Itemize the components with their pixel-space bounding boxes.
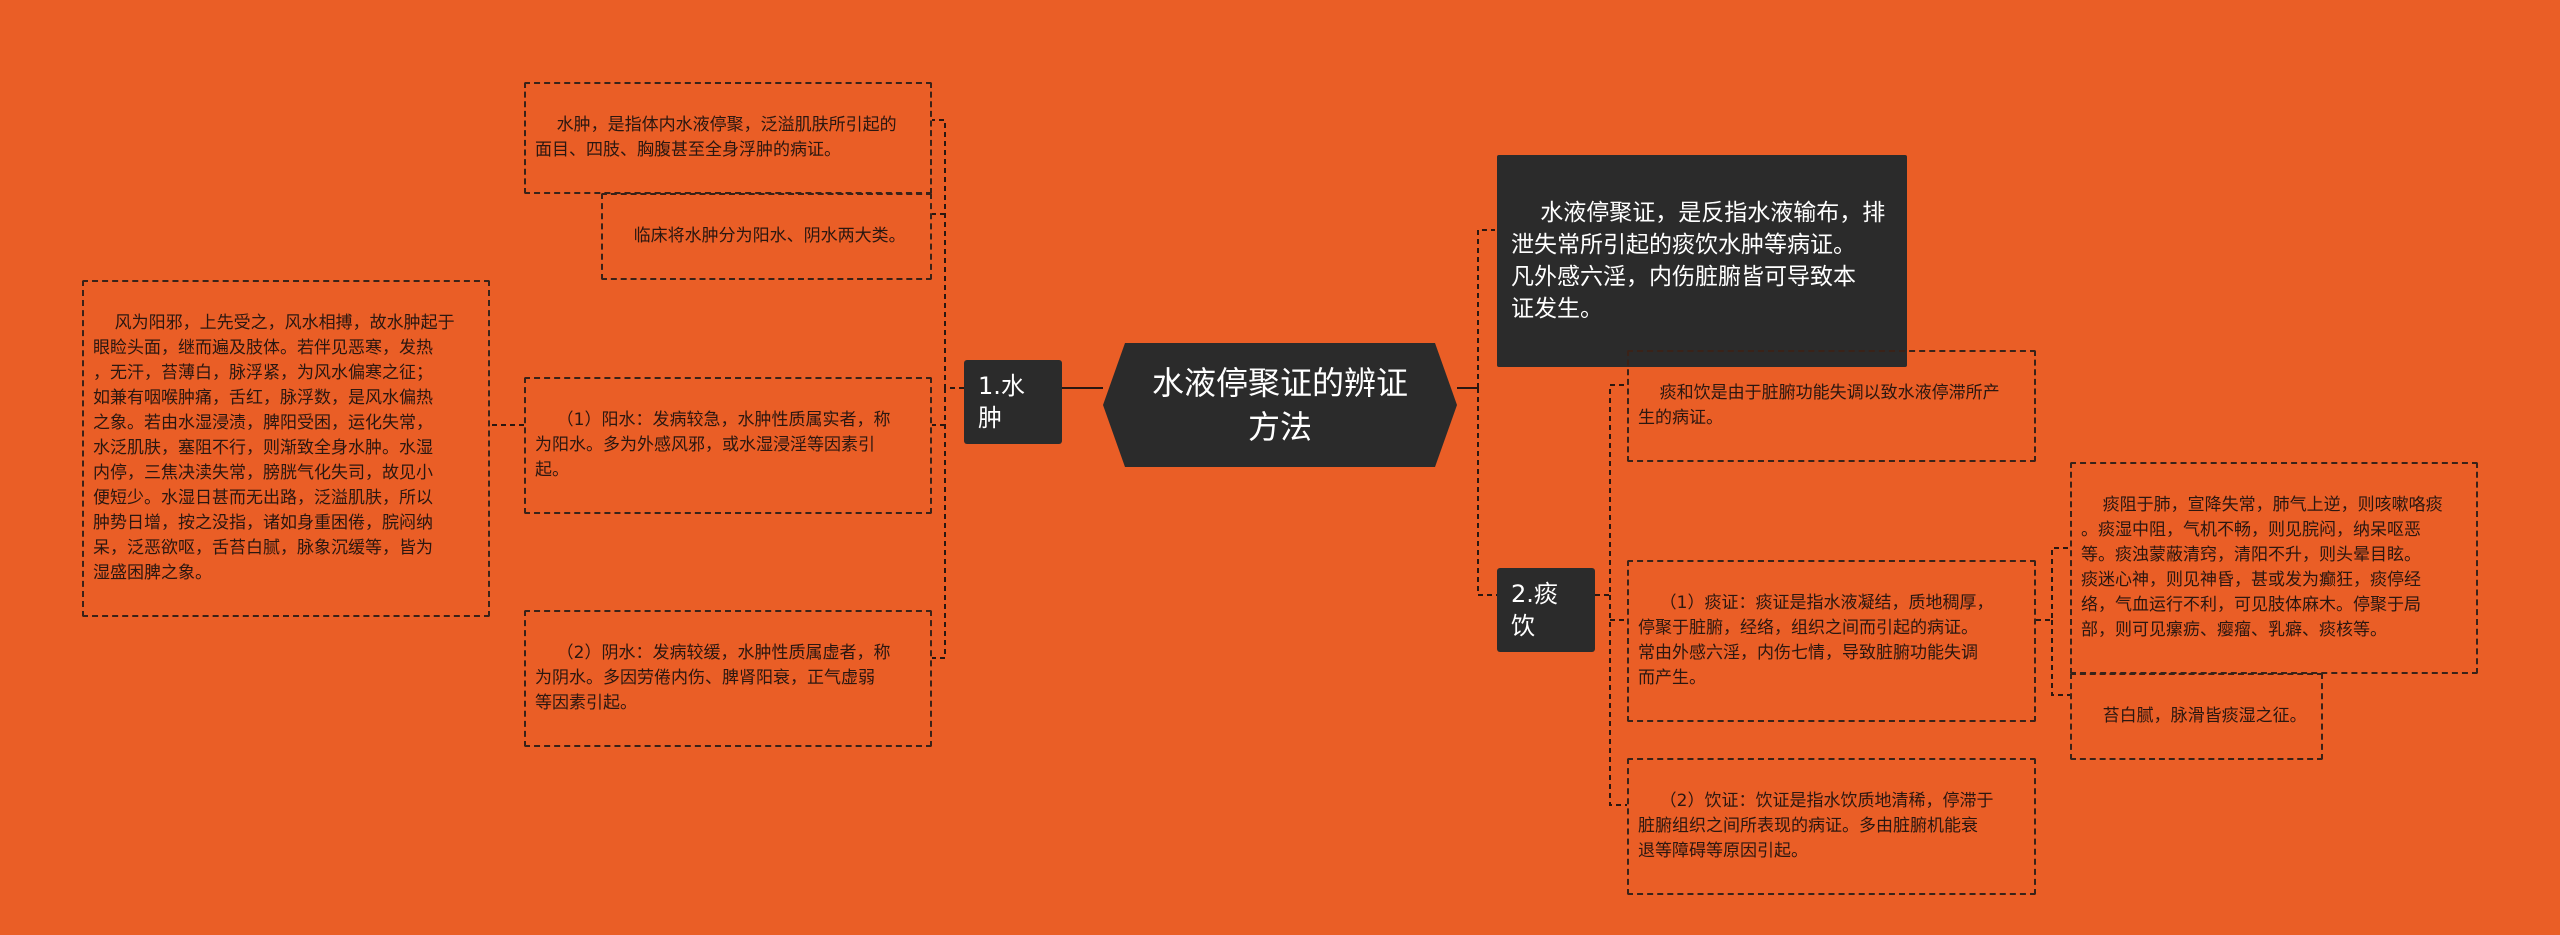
branch-phlegm-fluid-label: 2.痰饮	[1511, 580, 1558, 640]
link-right-trunk-2	[1595, 384, 1627, 596]
phlegm-syndrome-detail-text: 痰阻于肺，宣降失常，肺气上逆，则咳嗽咯痰 。痰湿中阻，气机不畅，则见脘闷，纳呆呕…	[2081, 495, 2443, 640]
branch-phlegm-fluid[interactable]: 2.痰饮	[1497, 568, 1595, 652]
edema-definition-text: 水肿，是指体内水液停聚，泛溢肌肤所引起的 面目、四肢、胸腹甚至全身浮肿的病证。	[535, 115, 897, 160]
yang-edema-detail-text: 风为阳邪，上先受之，风水相搏，故水肿起于 眼睑头面，继而遍及肢体。若伴见恶寒，发…	[93, 313, 455, 583]
phlegm-tongue-pulse[interactable]: 苔白腻，脉滑皆痰湿之征。	[2070, 673, 2323, 760]
definition-note[interactable]: 水液停聚证，是反指水液输布，排 泄失常所引起的痰饮水肿等病证。 凡外感六淫，内伤…	[1497, 155, 1907, 367]
yang-edema[interactable]: （1）阳水：发病较急，水肿性质属实者，称 为阳水。多为外感风邪，或水湿浸淫等因素…	[524, 377, 932, 514]
fluid-syndrome-text: （2）饮证：饮证是指水饮质地清稀，停滞于 脏腑组织之间所表现的病证。多由脏腑机能…	[1638, 791, 1994, 861]
edema-definition[interactable]: 水肿，是指体内水液停聚，泛溢肌肤所引起的 面目、四肢、胸腹甚至全身浮肿的病证。	[524, 82, 932, 194]
link-right-trunk-3	[1609, 595, 1627, 806]
yang-edema-detail[interactable]: 风为阳邪，上先受之，风水相搏，故水肿起于 眼睑头面，继而遍及肢体。若伴见恶寒，发…	[82, 280, 490, 617]
phlegm-syndrome-text: （1）痰证：痰证是指水液凝结，质地稠厚， 停聚于脏腑，经络，组织之间而引起的病证…	[1638, 593, 1994, 688]
link-right-to-tanyin	[1477, 388, 1497, 596]
phlegm-fluid-definition[interactable]: 痰和饮是由于脏腑功能失调以致水液停滞所产 生的病证。	[1627, 350, 2036, 462]
branch-edema-label: 1.水肿	[978, 372, 1025, 432]
root-node[interactable]: 水液停聚证的辨证方法	[1103, 343, 1457, 467]
link-left-trunk	[932, 119, 964, 389]
fluid-syndrome[interactable]: （2）饮证：饮证是指水饮质地清稀，停滞于 脏腑组织之间所表现的病证。多由脏腑机能…	[1627, 758, 2036, 895]
yang-edema-text: （1）阳水：发病较急，水肿性质属实者，称 为阳水。多为外感风邪，或水湿浸淫等因素…	[535, 410, 891, 480]
edema-classification-text: 临床将水肿分为阳水、阴水两大类。	[633, 226, 906, 246]
phlegm-tongue-pulse-text: 苔白腻，脉滑皆痰湿之征。	[2102, 706, 2307, 726]
phlegm-syndrome-detail[interactable]: 痰阻于肺，宣降失常，肺气上逆，则咳嗽咯痰 。痰湿中阻，气机不畅，则见脘闷，纳呆呕…	[2070, 462, 2478, 674]
phlegm-fluid-definition-text: 痰和饮是由于脏腑功能失调以致水液停滞所产 生的病证。	[1638, 383, 2000, 428]
yin-edema[interactable]: （2）阴水：发病较缓，水肿性质属虚者，称 为阴水。多因劳倦内伤、脾肾阳衰，正气虚…	[524, 610, 932, 747]
link-right-detail-trunk	[2036, 547, 2070, 621]
definition-text: 水液停聚证，是反指水液输布，排 泄失常所引起的痰饮水肿等病证。 凡外感六淫，内伤…	[1511, 200, 1886, 322]
yin-edema-text: （2）阴水：发病较缓，水肿性质属虚者，称 为阴水。多因劳倦内伤、脾肾阳衰，正气虚…	[535, 643, 891, 713]
link-right-trunk	[1477, 228, 1495, 388]
branch-edema[interactable]: 1.水肿	[964, 360, 1062, 444]
link-right-detail-2	[2051, 620, 2070, 696]
root-label: 水液停聚证的辨证方法	[1151, 364, 1408, 446]
phlegm-syndrome[interactable]: （1）痰证：痰证是指水液凝结，质地稠厚， 停聚于脏腑，经络，组织之间而引起的病证…	[1627, 560, 2036, 722]
link-left-trunk-down	[932, 388, 946, 659]
edema-classification[interactable]: 临床将水肿分为阳水、阴水两大类。	[601, 193, 932, 280]
